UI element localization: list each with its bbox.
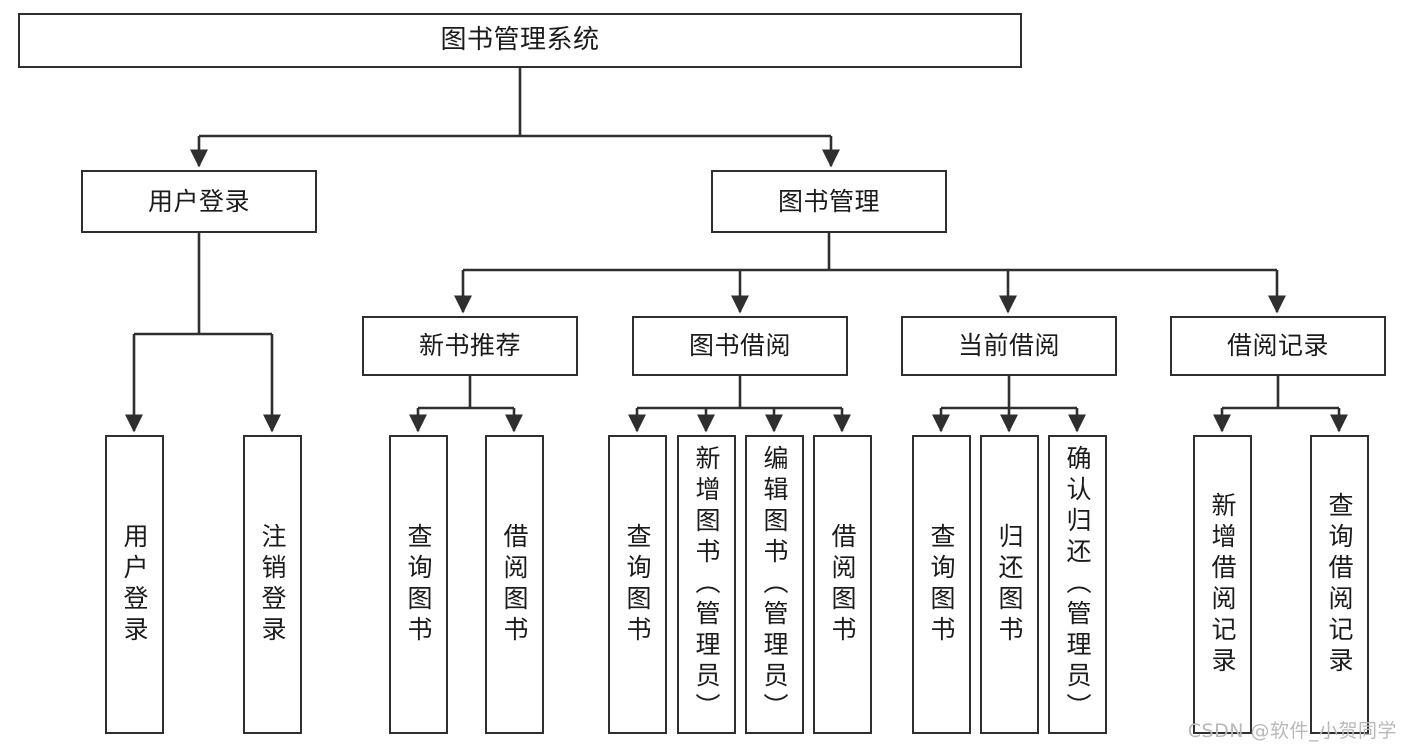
node-borrow-record[interactable]: 借阅记录 (1170, 316, 1386, 376)
node-book-management[interactable]: 图书管理 (711, 170, 947, 233)
node-leaf-query-book-2[interactable]: 查询图书 (608, 435, 667, 734)
node-root-book-management-system[interactable]: 图书管理系统 (18, 13, 1022, 68)
node-leaf-borrow-book-2[interactable]: 借阅图书 (813, 435, 872, 734)
node-leaf-edit-book-label: 编辑图书（管理员） (760, 445, 789, 724)
node-book-management-label: 图书管理 (777, 186, 880, 216)
node-leaf-confirm-return[interactable]: 确认归还（管理员） (1048, 435, 1107, 734)
node-leaf-borrow-book-1-label: 借阅图书 (500, 522, 529, 647)
node-leaf-user-logout[interactable]: 注销登录 (243, 435, 302, 734)
node-leaf-query-book-3-label: 查询图书 (927, 522, 956, 647)
node-leaf-borrow-book-1[interactable]: 借阅图书 (485, 435, 544, 734)
node-leaf-return-book-label: 归还图书 (995, 522, 1024, 647)
node-new-book-recommend-label: 新书推荐 (418, 331, 521, 361)
node-leaf-user-logout-label: 注销登录 (258, 522, 287, 647)
node-leaf-confirm-return-label: 确认归还（管理员） (1063, 445, 1092, 724)
node-user-login[interactable]: 用户登录 (81, 170, 317, 233)
node-leaf-borrow-book-2-label: 借阅图书 (828, 522, 857, 647)
node-leaf-edit-book[interactable]: 编辑图书（管理员） (745, 435, 804, 734)
node-leaf-add-record-label: 新增借阅记录 (1208, 491, 1237, 678)
node-leaf-query-record-label: 查询借阅记录 (1325, 491, 1354, 678)
node-leaf-user-login[interactable]: 用户登录 (105, 435, 164, 734)
node-leaf-return-book[interactable]: 归还图书 (980, 435, 1039, 734)
node-root-label: 图书管理系统 (440, 25, 600, 56)
node-current-borrow-label: 当前借阅 (957, 331, 1060, 361)
node-borrow-record-label: 借阅记录 (1226, 331, 1329, 361)
node-leaf-query-book-2-label: 查询图书 (623, 522, 652, 647)
node-new-book-recommend[interactable]: 新书推荐 (362, 316, 578, 376)
node-current-borrow[interactable]: 当前借阅 (901, 316, 1117, 376)
node-book-borrow[interactable]: 图书借阅 (632, 316, 848, 376)
node-leaf-add-book-label: 新增图书（管理员） (692, 445, 721, 724)
node-leaf-query-record[interactable]: 查询借阅记录 (1310, 435, 1369, 734)
node-leaf-add-book[interactable]: 新增图书（管理员） (677, 435, 736, 734)
node-leaf-query-book-3[interactable]: 查询图书 (912, 435, 971, 734)
node-leaf-add-record[interactable]: 新增借阅记录 (1193, 435, 1252, 734)
node-book-borrow-label: 图书借阅 (688, 331, 791, 361)
node-leaf-user-login-label: 用户登录 (120, 522, 149, 647)
node-leaf-query-book-1-label: 查询图书 (404, 522, 433, 647)
node-user-login-label: 用户登录 (147, 186, 250, 216)
csdn-watermark: CSDN @软件_小贺同学 (1187, 720, 1397, 742)
node-leaf-query-book-1[interactable]: 查询图书 (389, 435, 448, 734)
